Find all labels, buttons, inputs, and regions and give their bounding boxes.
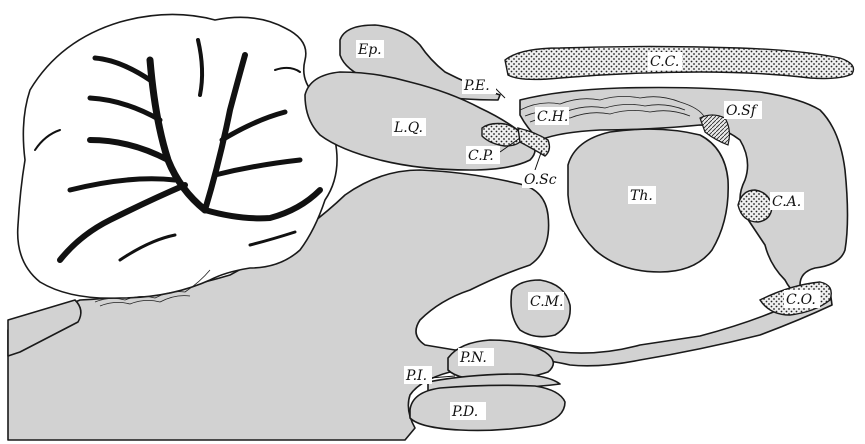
svg-text:C.H.: C.H. <box>537 109 568 125</box>
label-cc: C.C. <box>648 52 682 70</box>
svg-text:P.D.: P.D. <box>451 404 478 420</box>
label-osf: O.Sf <box>724 101 762 119</box>
svg-text:O.Sf: O.Sf <box>726 103 759 119</box>
label-ep: Ep. <box>356 40 384 58</box>
svg-text:P.E.: P.E. <box>463 78 490 94</box>
svg-text:P.N.: P.N. <box>459 350 487 366</box>
label-ca: C.A. <box>770 192 804 210</box>
svg-text:C.C.: C.C. <box>650 54 679 70</box>
svg-text:Ep.: Ep. <box>357 42 382 58</box>
svg-text:C.O.: C.O. <box>786 292 816 308</box>
svg-text:Th.: Th. <box>630 188 653 204</box>
svg-text:C.M.: C.M. <box>530 294 563 310</box>
label-co: C.O. <box>784 290 820 308</box>
label-pd: P.D. <box>450 402 486 420</box>
label-cm: C.M. <box>528 292 564 310</box>
label-cp: C.P. <box>466 146 500 164</box>
label-pi: P.I. <box>404 366 432 384</box>
svg-text:L.Q.: L.Q. <box>393 120 423 136</box>
label-osc: O.Sc <box>522 170 564 188</box>
label-lq: L.Q. <box>392 118 426 136</box>
svg-text:C.A.: C.A. <box>772 194 801 210</box>
label-pn: P.N. <box>458 348 494 366</box>
svg-text:O.Sc: O.Sc <box>524 172 557 188</box>
pars-distalis <box>410 385 565 430</box>
label-ch: C.H. <box>535 107 569 125</box>
label-pe: P.E. <box>462 76 496 94</box>
svg-text:P.I.: P.I. <box>405 368 427 384</box>
osc-leader <box>535 150 542 170</box>
label-th: Th. <box>628 186 656 204</box>
svg-text:C.P.: C.P. <box>468 148 494 164</box>
